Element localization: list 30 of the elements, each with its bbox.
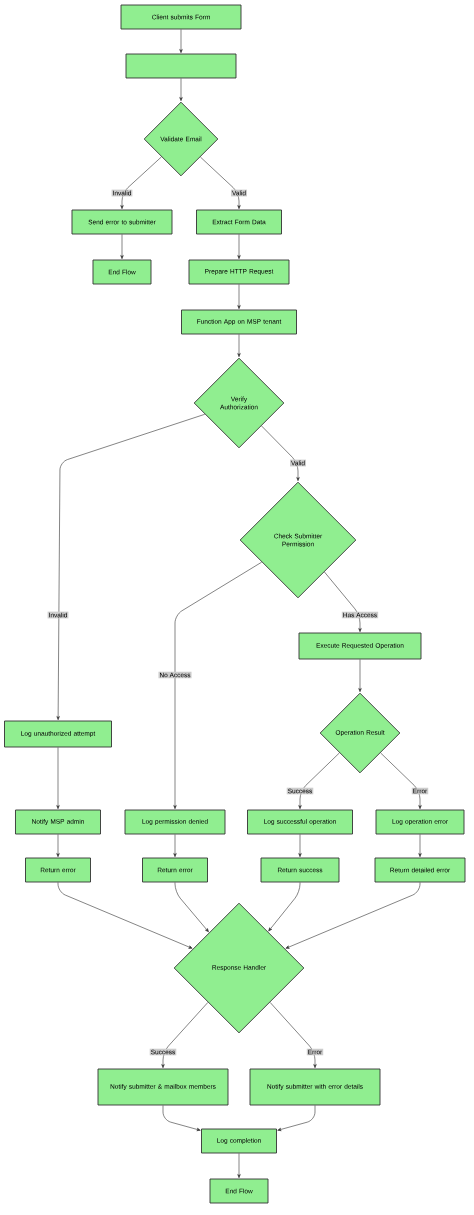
arrow — [161, 1002, 209, 1069]
arrow — [173, 561, 262, 810]
arrow — [56, 834, 60, 858]
arrow — [120, 156, 162, 210]
arrow — [173, 834, 177, 858]
arrow — [277, 1105, 316, 1131]
arrow — [285, 882, 421, 949]
arrow — [418, 834, 422, 858]
arrow — [237, 284, 241, 310]
arrow — [268, 882, 301, 932]
arrow — [120, 234, 124, 260]
arrow — [200, 156, 241, 210]
arrow — [174, 882, 209, 933]
arrow — [57, 882, 193, 949]
arrow — [324, 571, 362, 633]
arrow — [56, 413, 206, 721]
process-box — [125, 53, 237, 79]
arrow — [56, 747, 60, 810]
arrow — [261, 425, 300, 482]
arrow — [179, 78, 183, 102]
arrow — [162, 1105, 201, 1131]
arrow — [179, 29, 183, 54]
arrow — [237, 234, 241, 260]
arrow — [358, 659, 362, 693]
arrow — [298, 752, 340, 810]
arrow — [269, 1002, 317, 1069]
arrow — [298, 834, 302, 858]
arrow — [237, 334, 241, 358]
arrow — [237, 1153, 241, 1179]
arrow — [380, 752, 422, 810]
